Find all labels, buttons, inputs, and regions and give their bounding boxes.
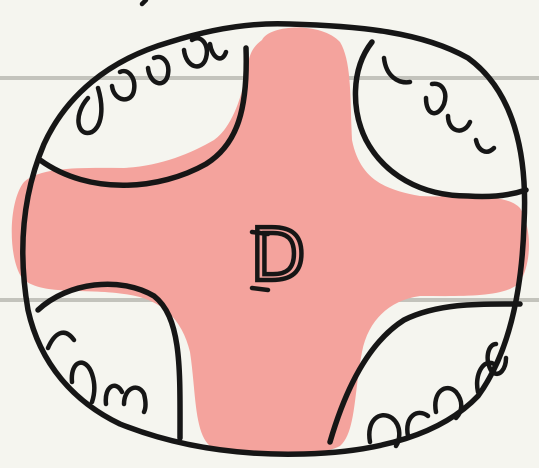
inner-lobe-top-right <box>355 42 526 197</box>
loops-bottom-right <box>369 344 506 446</box>
inner-lobe-bottom-left <box>38 284 180 438</box>
center-label: D <box>250 213 305 297</box>
loops-top-left <box>78 38 226 133</box>
loops-top-right <box>384 58 494 152</box>
loops-bottom-left <box>48 333 146 412</box>
stray-ink-mark <box>142 0 146 4</box>
